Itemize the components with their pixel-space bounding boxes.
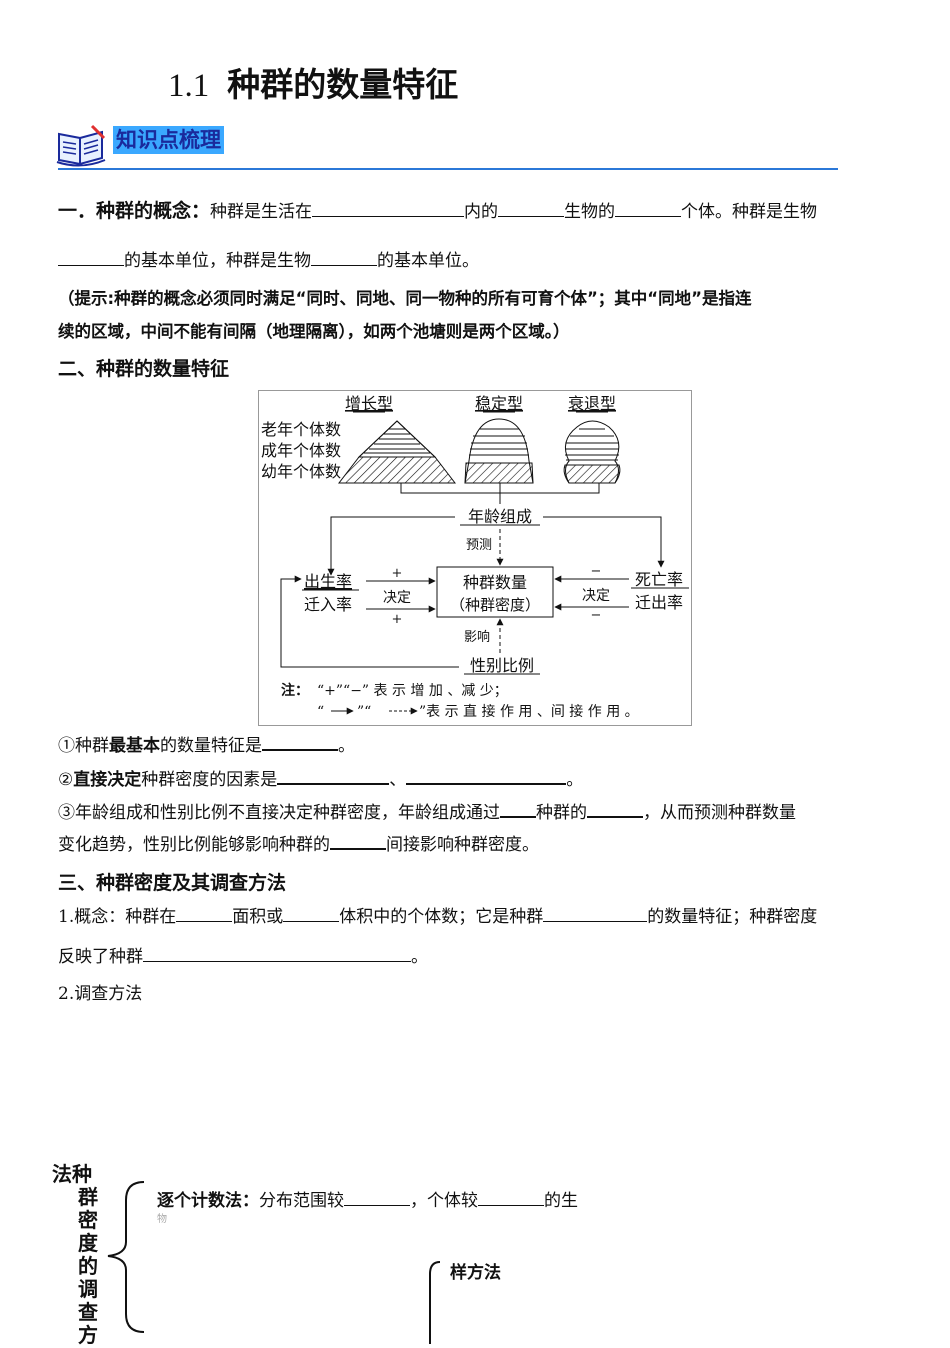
concept-line-2: 的基本单位，种群是生物的基本单位。 — [58, 246, 898, 276]
title-text: 种群的数量特征 — [227, 68, 459, 104]
tree-root-vertical: 群 密 度 的 调 查 方 — [78, 1185, 98, 1347]
blank[interactable] — [176, 903, 233, 922]
influence-label: 影响 — [464, 629, 490, 645]
quantity-characteristics-diagram: 增长型 稳定型 衰退型 老年个体数 成年个体数 幼年个体数 — [258, 390, 692, 726]
decide-left: 决定 — [383, 590, 411, 606]
note-quote-mid: ”“ — [357, 704, 371, 720]
blank[interactable] — [311, 247, 377, 266]
hint-line-1: （提示:种群的概念必须同时满足“同时、同地、同一物种的所有可育个体”；其中“同地… — [58, 289, 752, 308]
section-divider — [58, 168, 838, 170]
question-2: ②直接决定种群密度的因素是、。 — [58, 765, 898, 795]
page-title: 1.1 种群的数量特征 — [168, 58, 458, 106]
stable-pyramid — [464, 418, 534, 484]
plus-sign: + — [392, 566, 403, 581]
type-stable: 稳定型 — [475, 394, 523, 413]
blank[interactable] — [543, 903, 648, 922]
decide-right: 决定 — [582, 588, 610, 604]
note-label: 注： — [281, 682, 309, 699]
tree-root-top: 法种 — [52, 1162, 92, 1186]
blank[interactable] — [312, 198, 465, 217]
blank[interactable] — [498, 198, 565, 217]
blank[interactable] — [262, 731, 338, 751]
sample-method-label: 样方法 — [450, 1263, 501, 1283]
birth-rate-label: 出生率 — [304, 572, 352, 591]
concept-line-1: 一．种群的概念：种群是生活在内的生物的个体。种群是生物 — [58, 198, 818, 222]
minus-sign: − — [591, 564, 602, 579]
count-method-label: 逐个计数法： — [157, 1191, 259, 1211]
tree-brace-sub — [418, 1258, 448, 1348]
count-method-line: 逐个计数法：分布范围较，个体较的生 — [157, 1186, 578, 1211]
center-line-2: （种群密度） — [450, 596, 540, 614]
open-book-icon — [56, 124, 108, 172]
age-label-adult: 成年个体数 — [261, 441, 341, 460]
age-structure-label: 年龄组成 — [468, 507, 532, 526]
density-concept-line-1: 1.概念：种群在面积或体积中的个体数；它是种群的数量特征；种群密度 — [58, 902, 898, 932]
blank[interactable] — [58, 247, 124, 266]
blank[interactable] — [143, 943, 411, 962]
tree-brace-main — [104, 1178, 148, 1342]
blank[interactable] — [615, 198, 682, 217]
blank[interactable] — [478, 1187, 544, 1206]
center-box — [436, 566, 554, 618]
immigration-rate-label: 迁入率 — [304, 595, 352, 614]
hint-block: （提示:种群的概念必须同时满足“同时、同地、同一物种的所有可育个体”；其中“同地… — [58, 282, 898, 348]
predict-label: 预测 — [466, 538, 492, 553]
plus-sign: + — [392, 612, 403, 627]
sex-ratio-label: 性别比例 — [470, 656, 534, 675]
blank[interactable] — [587, 798, 643, 818]
question-3-line-2: 变化趋势，性别比例能够影响种群的间接影响种群密度。 — [58, 830, 898, 860]
section-3-heading: 三、种群密度及其调查方法 — [58, 872, 287, 894]
note-quote-open: “ — [317, 704, 324, 720]
section-1-heading: 一．种群的概念： — [58, 200, 211, 222]
survey-methods-label: 2.调查方法 — [58, 984, 143, 1004]
age-label-young: 幼年个体数 — [261, 462, 341, 481]
section-badge-label: 知识点梳理 — [113, 126, 224, 154]
blank[interactable] — [500, 798, 536, 818]
type-decline: 衰退型 — [568, 394, 616, 413]
blank[interactable] — [344, 1187, 410, 1206]
blank[interactable] — [330, 830, 386, 850]
title-number: 1.1 — [168, 68, 210, 104]
question-3-line-1: ③年龄组成和性别比例不直接决定种群密度，年龄组成通过种群的，从而预测种群数量 — [58, 798, 898, 828]
blank[interactable] — [283, 903, 340, 922]
age-label-old: 老年个体数 — [261, 420, 341, 439]
hint-line-2: 续的区域，中间不能有间隔（地理隔离），如两个池塘则是两个区域。） — [58, 322, 570, 341]
density-concept-line-2: 反映了种群。 — [58, 942, 898, 972]
decline-pyramid — [563, 420, 621, 484]
note-line-1: “+”“−” 表 示 增 加 、减 少； — [317, 683, 508, 699]
minus-sign: − — [591, 608, 602, 623]
note-line-2: ”表 示 直 接 作 用 、间 接 作 用 。 — [419, 703, 639, 720]
section-2-heading: 二、种群的数量特征 — [58, 358, 230, 380]
blank[interactable] — [406, 765, 567, 785]
emigration-rate-label: 迁出率 — [635, 593, 683, 612]
growth-pyramid — [337, 420, 457, 484]
type-growth: 增长型 — [345, 394, 393, 413]
blank[interactable] — [277, 765, 390, 785]
center-line-1: 种群数量 — [463, 573, 527, 592]
cut-off-text: 物 — [157, 1214, 167, 1225]
death-rate-label: 死亡率 — [635, 570, 683, 589]
question-1: ①种群最基本的数量特征是。 — [58, 731, 898, 761]
